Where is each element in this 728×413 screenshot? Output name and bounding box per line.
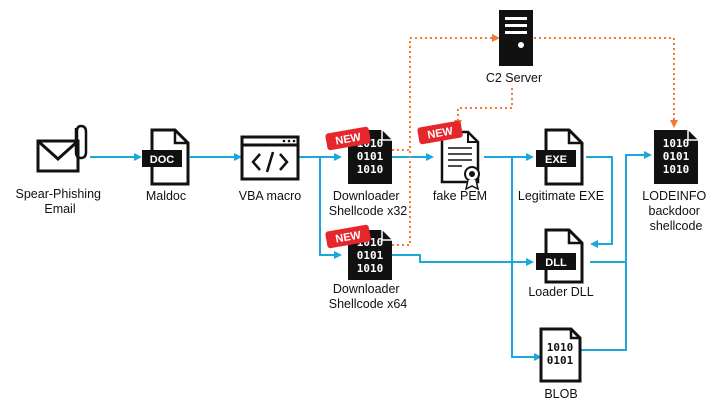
legitimate-exe-node: EXE Legitimate EXE xyxy=(518,128,604,203)
maldoc-label: Maldoc xyxy=(146,189,186,203)
c2-edge-pem xyxy=(454,88,513,128)
email-icon xyxy=(36,124,88,173)
downloader-x64-node: 1010 0101 1010 NEW Downloader Shellcode … xyxy=(325,224,407,311)
edge-pem-to-blob xyxy=(511,157,542,361)
certificate-icon xyxy=(440,130,480,191)
c2-label: C2 Server xyxy=(486,71,542,85)
server-icon xyxy=(499,10,533,66)
maldoc-node: DOC Maldoc xyxy=(142,128,190,203)
blob-label: BLOB xyxy=(544,387,577,401)
c2-edge-dl64 xyxy=(392,150,411,246)
maldoc-tag: DOC xyxy=(150,154,175,166)
svg-text:Loader DLL: Loader DLL xyxy=(528,285,593,299)
vba-label: VBA macro xyxy=(239,189,302,203)
edge-blob-to-lodeinfo xyxy=(580,262,627,351)
dll-tag: DLL xyxy=(545,257,567,269)
svg-text:Legitimate EXE: Legitimate EXE xyxy=(518,189,604,203)
svg-text:C2 Server: C2 Server xyxy=(486,71,542,85)
svg-text:fake PEM: fake PEM xyxy=(433,189,487,203)
exe-tag: EXE xyxy=(545,154,567,166)
email-label-line1: Spear-Phishing xyxy=(16,187,102,201)
svg-text:Maldoc: Maldoc xyxy=(146,189,186,203)
dl64-label-line2: Shellcode x64 xyxy=(329,297,408,311)
lodeinfo-label-line2: backdoor xyxy=(649,204,700,218)
flow-connectors xyxy=(90,151,652,361)
new-badge: NEW xyxy=(325,126,371,151)
dl32-binary-line3: 1010 xyxy=(357,163,384,176)
edge-dll-to-lodeinfo xyxy=(590,151,652,263)
fake-pem-node: NEW fake PEM xyxy=(417,120,487,203)
email-node: Spear-Phishing Email xyxy=(16,124,105,216)
svg-text:Spear-Phishing Email: Spear-Phishing Email xyxy=(16,187,105,216)
email-label-line2: Email xyxy=(44,202,75,216)
dl32-label-line1: Downloader xyxy=(333,189,400,203)
lodeinfo-node: 1010 0101 1010 LODEINFO backdoor shellco… xyxy=(642,130,709,233)
blob-node: 1010 0101 BLOB xyxy=(539,327,582,401)
lodeinfo-binary-line1: 1010 xyxy=(663,137,690,150)
svg-text:VBA macro: VBA macro xyxy=(239,189,302,203)
dl32-label-line2: Shellcode x32 xyxy=(329,204,408,218)
c2-server-node: C2 Server xyxy=(486,10,542,85)
lodeinfo-binary-line2: 0101 xyxy=(663,150,690,163)
blob-binary-line2: 0101 xyxy=(547,354,574,367)
c2-edge-lodeinfo xyxy=(534,37,678,128)
binary-document-icon: 1010 0101 xyxy=(539,327,582,383)
doc-file-icon: DOC xyxy=(142,128,190,186)
c2-connectors xyxy=(392,34,678,246)
dll-file-icon: DLL xyxy=(536,228,584,284)
pem-label: fake PEM xyxy=(433,189,487,203)
edge-exe-to-dll xyxy=(586,156,613,248)
new-badge: NEW xyxy=(417,120,463,145)
lodeinfo-label-line1: LODEINFO xyxy=(642,189,706,203)
dl32-binary-line2: 0101 xyxy=(357,150,384,163)
exe-label: Legitimate EXE xyxy=(518,189,604,203)
dll-label: Loader DLL xyxy=(528,285,593,299)
svg-text:LODEINFO backdoor: LODEINFO backdoor shellcode xyxy=(642,189,709,233)
dl64-badge-text: NEW xyxy=(335,229,363,245)
pem-badge-text: NEW xyxy=(427,125,455,141)
lodeinfo-binary-line3: 1010 xyxy=(663,163,690,176)
blob-binary-line1: 1010 xyxy=(547,341,574,354)
edge-dl64-to-dll xyxy=(392,254,534,266)
svg-text:BLOB: BLOB xyxy=(544,387,577,401)
svg-text:Downloader Shellcode x64: Downloader Shellcode x64 xyxy=(329,282,408,311)
exe-file-icon: EXE xyxy=(536,128,584,186)
edge-vba-to-dl64 xyxy=(319,157,342,259)
code-window-icon xyxy=(240,135,300,181)
dl64-binary-line3: 1010 xyxy=(357,262,384,275)
new-badge: NEW xyxy=(325,224,371,249)
loader-dll-node: DLL Loader DLL xyxy=(528,228,594,299)
lodeinfo-label-line3: shellcode xyxy=(650,219,703,233)
binary-file-icon: 1010 0101 1010 xyxy=(654,130,698,184)
dl64-label-line1: Downloader xyxy=(333,282,400,296)
dl32-badge-text: NEW xyxy=(335,131,363,147)
downloader-x32-node: 1010 0101 1010 NEW Downloader Shellcode … xyxy=(325,126,407,218)
svg-text:Downloader Shellcode x32: Downloader Shellcode x32 xyxy=(329,189,408,218)
vba-node: VBA macro xyxy=(239,135,302,203)
dl64-binary-line2: 0101 xyxy=(357,249,384,262)
